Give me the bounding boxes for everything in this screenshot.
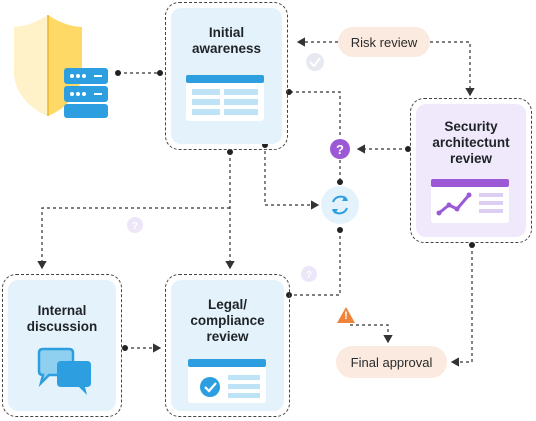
- node-internal-discussion-title: Internal discussion: [26, 303, 98, 334]
- trend-chart-icon: [431, 179, 509, 223]
- warning-icon: !: [336, 306, 356, 324]
- node-security-review-title: Security architectunt review: [432, 119, 510, 166]
- svg-text:?: ?: [132, 221, 138, 232]
- document-icon: [186, 75, 264, 121]
- node-initial-awareness[interactable]: Initial awareness: [165, 2, 288, 150]
- risk-review-label: Risk review: [350, 34, 418, 50]
- approved-document-icon: [188, 359, 266, 403]
- final-approval-label: Final approval: [350, 354, 433, 370]
- edge-center-legal: [290, 230, 341, 296]
- refresh-icon[interactable]: [320, 185, 360, 225]
- edge-initial-right: [290, 91, 341, 138]
- question-badge: ?: [330, 139, 350, 159]
- node-security-review[interactable]: Security architectunt review: [410, 98, 532, 243]
- faded-question-icon-2: ?: [301, 266, 317, 282]
- shield-icon: [14, 15, 82, 116]
- node-internal-discussion[interactable]: Internal discussion: [2, 274, 122, 417]
- risk-review-pill[interactable]: Risk review: [338, 27, 430, 57]
- node-legal-review[interactable]: Legal/ compliance review: [165, 274, 290, 417]
- edge-initial-internal: [37, 207, 230, 270]
- check-icon: [306, 53, 324, 71]
- svg-text:?: ?: [306, 270, 312, 281]
- edge-warning-final: [350, 324, 393, 344]
- edge-risk-security: [430, 41, 475, 97]
- faded-question-icon: ?: [127, 217, 143, 233]
- edge-security-final: [450, 245, 473, 367]
- edge-initial-center: [264, 145, 320, 210]
- chat-bubbles-icon: [37, 347, 91, 395]
- node-initial-awareness-title: Initial awareness: [191, 25, 262, 56]
- final-approval-pill[interactable]: Final approval: [336, 346, 447, 378]
- server-icon: [64, 68, 110, 122]
- node-legal-review-title: Legal/ compliance review: [190, 297, 265, 344]
